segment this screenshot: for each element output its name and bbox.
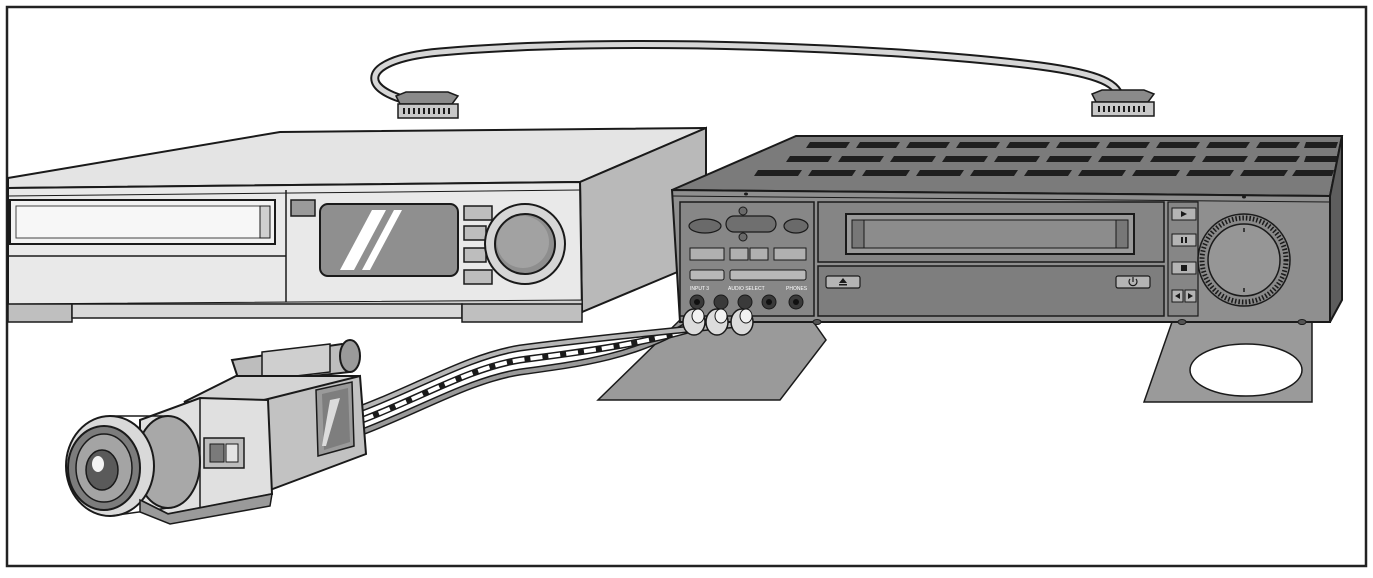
rca-plug-audio-right bbox=[731, 309, 753, 335]
scart-plug-left bbox=[396, 92, 458, 118]
jog-shuttle-dial bbox=[1198, 214, 1290, 306]
rewind-button bbox=[1172, 290, 1183, 302]
rca-plug-audio-left bbox=[706, 309, 728, 335]
headphones-label: PHONES bbox=[786, 286, 808, 292]
stop-button bbox=[1172, 262, 1196, 274]
display-window bbox=[320, 204, 458, 276]
lower-flap bbox=[818, 266, 1164, 316]
stop-icon bbox=[1181, 265, 1187, 271]
eject-button bbox=[826, 276, 860, 288]
lens-glare bbox=[92, 456, 104, 472]
left-vcr-button bbox=[291, 200, 315, 216]
pause-button bbox=[1172, 234, 1196, 246]
scart-plug-right bbox=[1092, 90, 1154, 116]
rca-plug-video bbox=[683, 309, 705, 335]
play-button bbox=[1172, 208, 1196, 220]
input-label: INPUT 3 bbox=[690, 286, 709, 292]
fast-forward-button bbox=[1185, 290, 1196, 302]
power-button bbox=[1116, 276, 1150, 288]
audio-select-label: AUDIO SELECT bbox=[728, 286, 765, 292]
